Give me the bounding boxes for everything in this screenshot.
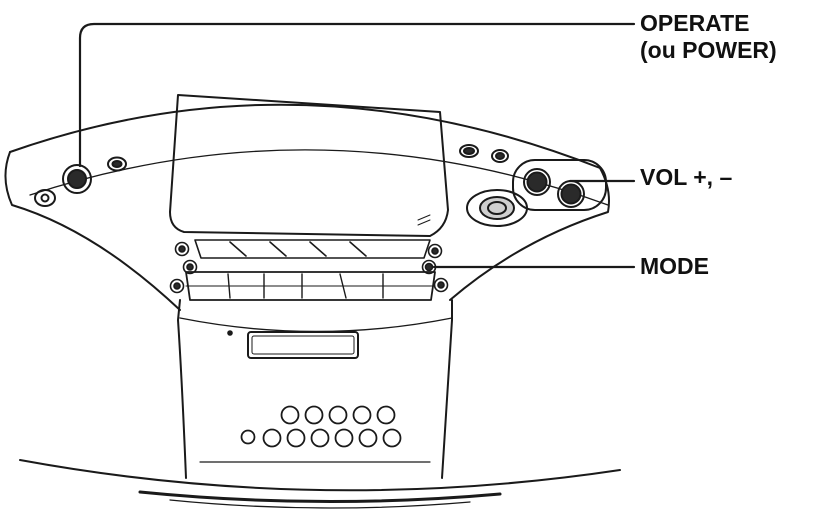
cd-lid xyxy=(169,94,449,237)
speaker-grille xyxy=(240,405,402,448)
cd-lid-label xyxy=(417,214,431,226)
mode-button[interactable] xyxy=(421,259,437,275)
operate-power-label: OPERATE (ou POWER) xyxy=(640,10,777,64)
left-wing-outline xyxy=(4,151,181,311)
top-shell-outline xyxy=(9,103,601,169)
central-body-outline xyxy=(177,299,453,479)
cassette-window xyxy=(247,331,359,359)
left-small-button xyxy=(107,156,127,172)
operate-power-button[interactable] xyxy=(62,164,92,194)
mode-label: MODE xyxy=(640,253,709,279)
jog-dial xyxy=(466,189,528,227)
right-wing-outline xyxy=(449,167,610,301)
operate-label-line2: (ou POWER) xyxy=(640,37,777,63)
operate-label-line1: OPERATE xyxy=(640,10,750,36)
right-upper-buttons xyxy=(459,144,509,163)
cassette-side-buttons-left xyxy=(169,241,198,294)
base-arc-outer xyxy=(19,459,621,492)
cassette-transport-keys xyxy=(185,271,436,301)
operate-leader-line xyxy=(78,22,636,168)
left-lower-button xyxy=(34,189,56,207)
front-panel-curve xyxy=(179,317,453,333)
vol-buttons[interactable] xyxy=(512,159,607,211)
cassette-top-keys xyxy=(194,239,431,259)
base-arc-shadow xyxy=(169,499,471,509)
vol-label: VOL +, – xyxy=(640,164,733,190)
base-arc-inner xyxy=(138,490,502,504)
cassette-side-buttons-right xyxy=(427,243,449,293)
